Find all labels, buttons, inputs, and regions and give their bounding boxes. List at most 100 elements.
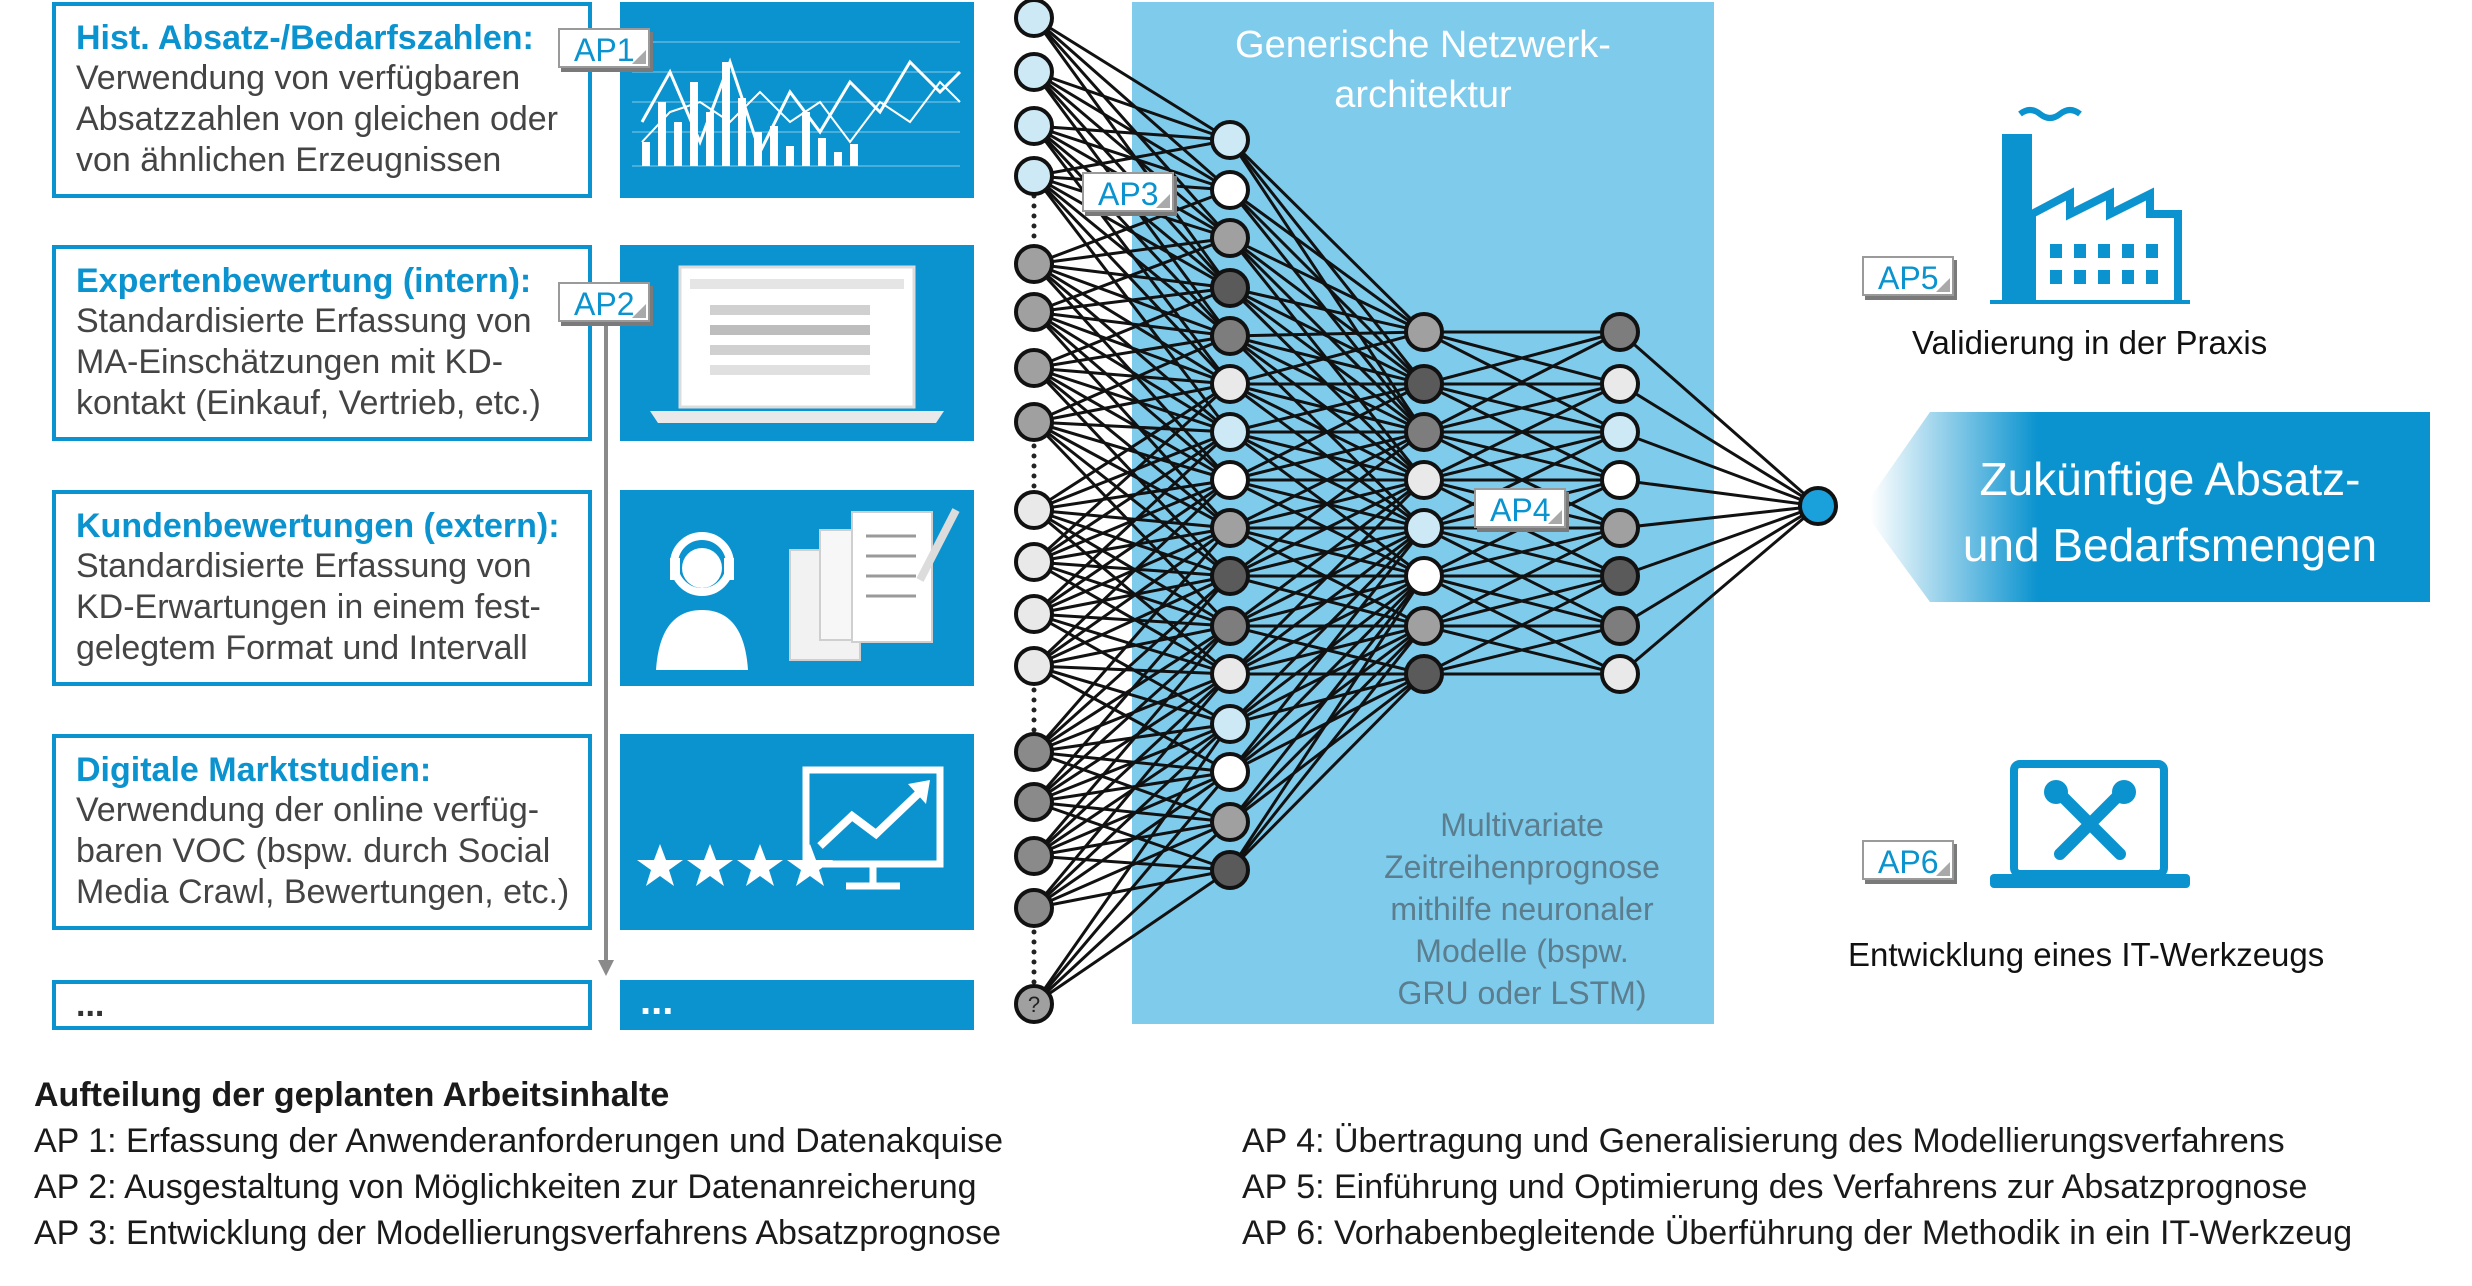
network-edge — [1229, 430, 1425, 530]
network-edge — [1033, 868, 1231, 1006]
network-edge — [1228, 672, 1426, 872]
network-edge — [1033, 334, 1231, 424]
hidden-node — [1210, 850, 1250, 890]
network-note-line: GRU oder LSTM) — [1397, 975, 1647, 1011]
network-edge — [1032, 722, 1232, 910]
network-edge — [1032, 310, 1232, 530]
network-edge — [1033, 286, 1231, 370]
network-edge — [1229, 330, 1425, 338]
hidden-node — [1404, 508, 1444, 548]
network-note-line: Multivariate — [1440, 807, 1604, 843]
network-edge — [1423, 526, 1621, 628]
network-title-line: Generische Netzwerk- — [1235, 24, 1611, 66]
network-edge — [1619, 382, 1819, 508]
ap1-tag: AP1 — [558, 28, 651, 68]
more-ellipsis: ... — [76, 986, 105, 1024]
network-edge — [1033, 624, 1231, 668]
network-note-line: mithilfe neuronaler — [1390, 891, 1654, 927]
source-box-more: ... — [52, 980, 592, 1030]
input-node — [1014, 490, 1054, 530]
network-edge — [1033, 526, 1231, 564]
headset-agent-icon — [656, 508, 960, 670]
laptop-form-icon — [650, 265, 944, 423]
separator-dot — [1031, 223, 1037, 229]
network-edge — [1033, 334, 1231, 370]
network-edge — [1619, 504, 1819, 628]
network-edge — [1033, 70, 1231, 240]
input-node — [1014, 156, 1054, 196]
laptop-tools-icon — [1990, 760, 2190, 888]
input-node — [1014, 0, 1054, 38]
network-edge — [1033, 770, 1231, 910]
legend-item-ap4: AP 4: Übertragung und Generalisierung de… — [1242, 1122, 2285, 1160]
network-edge — [1619, 504, 1819, 676]
separator-dot — [1031, 959, 1037, 965]
network-edge — [1033, 664, 1231, 676]
separator-dot — [1031, 483, 1037, 489]
source-box-expert: Expertenbewertung (intern): Standardisie… — [52, 245, 592, 441]
network-edge — [1423, 478, 1621, 578]
network-edge — [1619, 430, 1819, 508]
source-line: baren VOC (bspw. durch Social — [76, 832, 551, 870]
network-edge — [1033, 508, 1231, 530]
network-edge — [1619, 330, 1819, 508]
hidden-node — [1210, 556, 1250, 596]
source-box-historical: Hist. Absatz-/Bedarfszahlen: Verwendung … — [52, 2, 592, 198]
network-edge — [1033, 560, 1231, 676]
network-edge — [1033, 382, 1231, 424]
network-edge — [1033, 16, 1231, 142]
hidden-node — [1210, 460, 1250, 500]
network-edge — [1032, 382, 1232, 564]
network-note: Multivariate Zeitreihenprognose mithilfe… — [1352, 804, 1692, 1014]
output-label: Zukünftige Absatz- und Bedarfsmengen — [1920, 446, 2420, 578]
input-node — [1014, 646, 1054, 686]
network-edge — [1229, 188, 1425, 334]
network-edge — [1423, 330, 1621, 386]
network-edge — [1032, 771, 1232, 1005]
network-edge — [1228, 138, 1426, 334]
input-node — [1014, 836, 1054, 876]
network-edge — [1033, 174, 1231, 338]
network-edge — [1423, 526, 1621, 578]
network-edge — [1228, 526, 1426, 726]
source-line: Verwendung von verfügbaren — [76, 59, 521, 97]
source-line: KD-Erwartungen in einem fest- — [76, 588, 541, 626]
source-title: Digitale Marktstudien: — [76, 751, 432, 789]
hidden-node — [1600, 312, 1640, 352]
hidden-node — [1600, 556, 1640, 596]
network-edge — [1228, 188, 1426, 386]
hidden-node — [1210, 802, 1250, 842]
hidden-node — [1404, 556, 1444, 596]
network-edge — [1033, 574, 1231, 668]
network-edge — [1032, 625, 1232, 857]
hidden-node — [1210, 508, 1250, 548]
input-node — [1014, 292, 1054, 332]
hidden-node — [1600, 460, 1640, 500]
hidden-node — [1210, 752, 1250, 792]
separator-dot — [1031, 969, 1037, 975]
input-node — [1014, 244, 1054, 284]
ap3-tag: AP3 — [1082, 172, 1175, 212]
network-edge — [1033, 16, 1231, 192]
network-edge — [1229, 430, 1425, 578]
network-edge — [1228, 625, 1426, 871]
legend-item-ap3: AP 3: Entwicklung der Modellierungsverfa… — [34, 1214, 1002, 1252]
separator-dot — [1031, 473, 1037, 479]
network-edge — [1033, 800, 1231, 824]
separator-dot — [1031, 949, 1037, 955]
network-edge — [1423, 382, 1621, 434]
down-arrow — [598, 300, 614, 976]
separator-dot — [1031, 453, 1037, 459]
network-edge — [1033, 70, 1231, 192]
sales-chart-image — [620, 2, 974, 198]
network-edge — [1423, 574, 1621, 676]
network-edge — [1229, 382, 1425, 434]
network-edge — [1033, 478, 1231, 616]
network-edge — [1032, 723, 1232, 1005]
legend-item-ap1: AP 1: Erfassung der Anwenderanforderunge… — [34, 1122, 1004, 1160]
network-edge — [1033, 236, 1231, 266]
bar-line-chart-icon — [632, 41, 962, 167]
network-edge — [1033, 70, 1231, 142]
network-edge — [1033, 310, 1231, 386]
separator-dot — [1031, 203, 1037, 209]
